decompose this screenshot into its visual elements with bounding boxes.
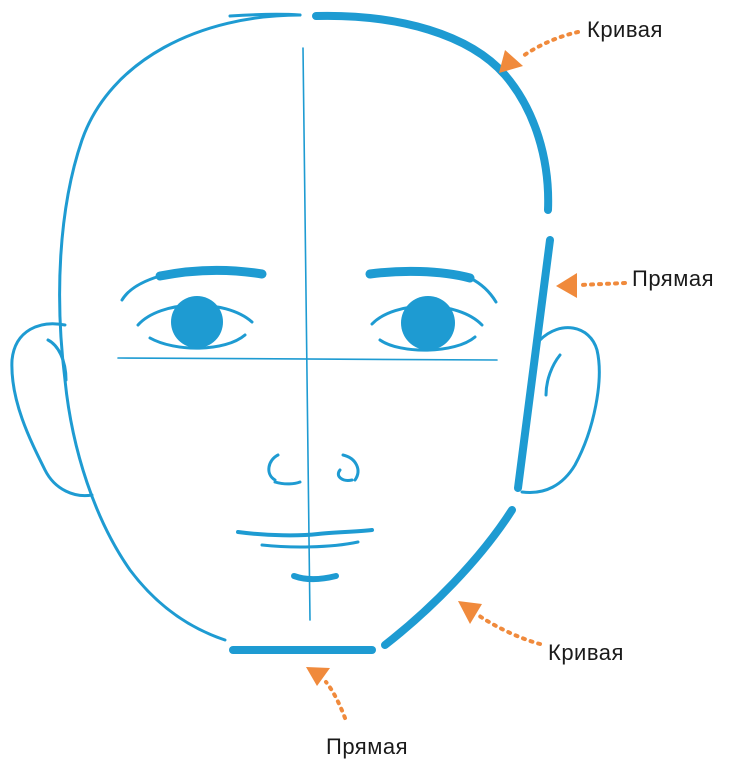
annotation-straight-chin: Прямая [306,667,408,759]
left-ear [12,324,92,496]
nose-right-base [338,470,352,480]
eye-line-guide [118,358,497,360]
arrow-icon [499,50,523,73]
mouth-lower [262,542,358,547]
arrow-dots-curve-jaw [478,615,540,644]
right-eyebrow-tail [470,278,496,302]
arrow-dots-straight-chin [326,682,345,718]
nose-right-nostril [343,455,358,480]
lower-lip-shadow [294,576,336,579]
mouth-upper [238,530,372,535]
right-ear-inner [546,355,560,395]
left-iris [171,296,223,348]
right-iris [401,296,455,350]
annotation-curve-jaw: Кривая [458,601,624,665]
annotation-straight-side: Прямая [556,266,714,298]
arrow-icon [458,601,482,624]
arrow-dots-straight-side [580,283,625,285]
label-curve-top: Кривая [587,17,663,42]
arrow-dots-curve-top [520,32,578,58]
nose-left-base [275,482,300,484]
face-outline-sketch [12,14,599,650]
left-eyebrow-tail [122,276,160,300]
label-straight-chin: Прямая [326,734,408,759]
right-eyebrow [370,271,470,278]
head-straight-side [518,240,550,488]
annotation-curve-top: Кривая [499,17,663,73]
label-curve-jaw: Кривая [548,640,624,665]
head-curve-top-right [316,16,548,210]
label-straight-side: Прямая [632,266,714,291]
head-outline-top [230,14,300,16]
nose-left-nostril [269,455,278,480]
arrow-icon [556,273,577,298]
left-eyebrow [160,270,262,276]
